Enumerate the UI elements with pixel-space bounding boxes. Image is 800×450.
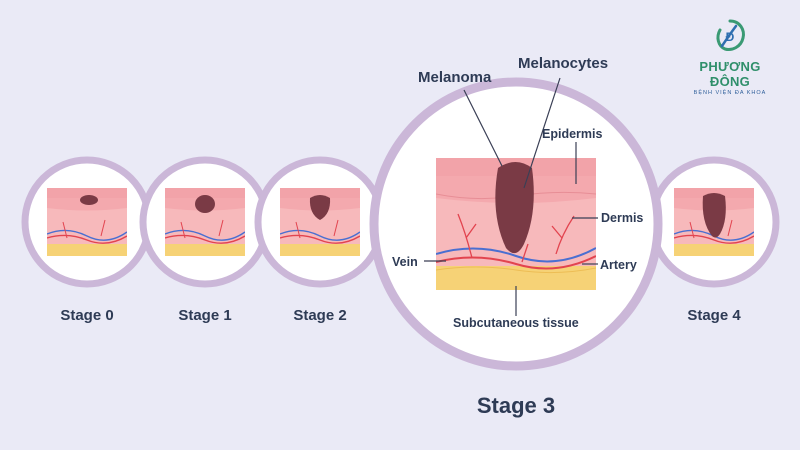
stage-4-diagram (648, 156, 780, 288)
logo-emblem-letter: Đ (726, 30, 735, 44)
stage-2-diagram (254, 156, 386, 288)
stage-4-label: Stage 4 (687, 307, 741, 324)
tumor (80, 195, 98, 205)
stage-0-diagram (21, 156, 153, 288)
logo-emblem-icon: Đ (716, 19, 745, 51)
stage-1-diagram (139, 156, 271, 288)
vein-label: Vein (392, 255, 418, 269)
stage-1-label: Stage 1 (178, 307, 231, 324)
melanocytes-label: Melanocytes (518, 55, 608, 72)
hospital-logo: Đ PHƯƠNG ĐÔNG BỆNH VIỆN ĐA KHOA (680, 18, 780, 96)
melanocytes-leader (523, 77, 561, 189)
epidermis-label: Epidermis (542, 127, 602, 141)
stage-0-label: Stage 0 (60, 307, 113, 324)
tumor (702, 193, 726, 238)
logo-subtitle-text: BỆNH VIỆN ĐA KHOA (693, 90, 767, 96)
tumor (195, 195, 215, 213)
melanoma-leader (463, 89, 503, 167)
artery-label: Artery (600, 258, 637, 272)
tumor (495, 162, 534, 254)
stage-2-label: Stage 2 (293, 307, 346, 324)
tumor (309, 195, 331, 220)
logo-brand-text: PHƯƠNG ĐÔNG (699, 59, 761, 89)
stage-3-label: Stage 3 (477, 393, 555, 418)
stage-3-diagram (369, 77, 663, 371)
dermis-label: Dermis (601, 211, 643, 225)
melanoma-label: Melanoma (418, 69, 492, 86)
subcutaneous-label: Subcutaneous tissue (453, 316, 579, 330)
